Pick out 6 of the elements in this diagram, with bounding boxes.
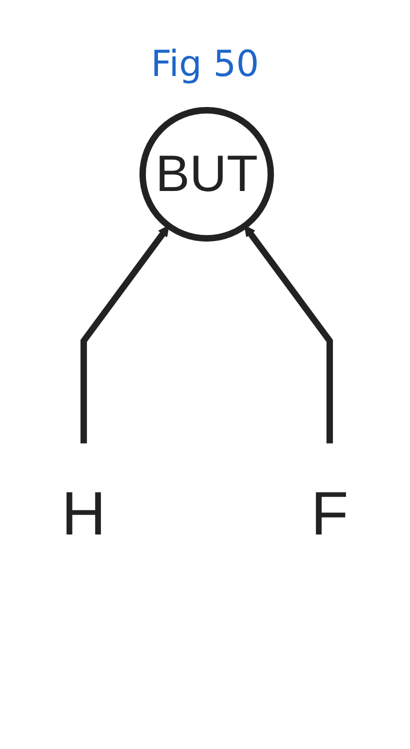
node-circle: BUT <box>139 107 274 242</box>
node-text: H <box>62 480 106 548</box>
figure-title: Fig 50 <box>150 43 260 87</box>
node-text: F <box>310 480 348 548</box>
arrow <box>80 225 170 444</box>
arrow <box>244 225 333 444</box>
